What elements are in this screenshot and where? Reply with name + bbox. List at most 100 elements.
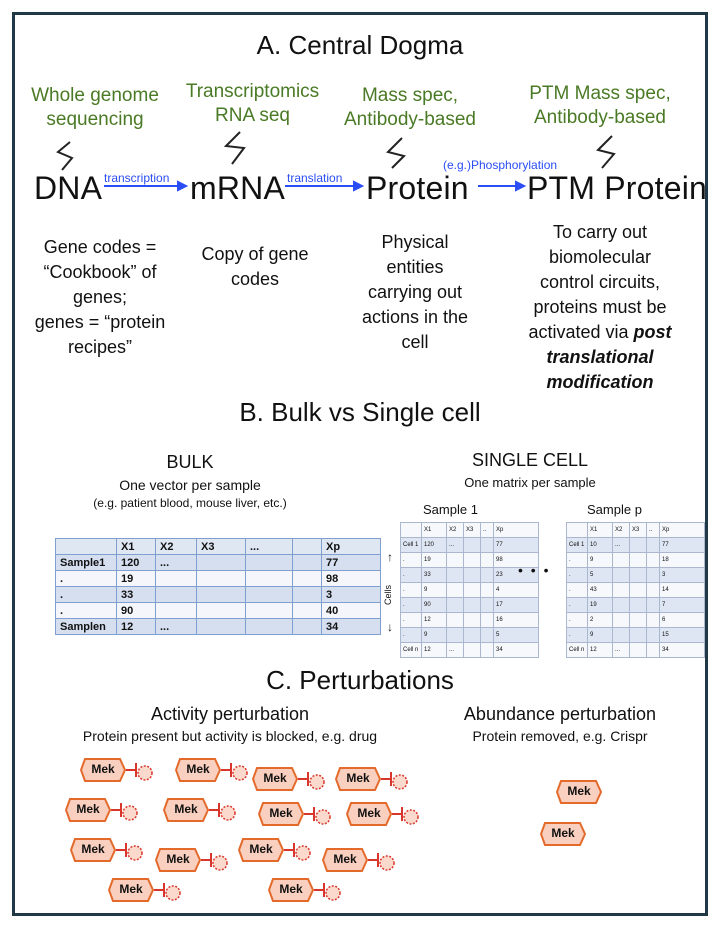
table-cell: 9 — [587, 552, 613, 568]
table-cell — [463, 642, 481, 658]
table-cell — [629, 567, 647, 583]
table-cell — [446, 582, 464, 598]
arrow-phosphorylation-icon — [515, 180, 527, 192]
table-cell — [463, 582, 481, 598]
table-cell — [463, 627, 481, 643]
table-cell: 23 — [493, 567, 539, 583]
cells-axis-label: Cells — [383, 584, 394, 606]
arrow-translation-icon — [353, 180, 365, 192]
table-cell: 12 — [587, 642, 613, 658]
drug-molecule-icon — [220, 805, 236, 821]
abundance-sub: Protein removed, e.g. Crispr — [472, 728, 648, 744]
drug-molecule-icon — [392, 774, 408, 790]
mek-inhibited: Mek — [346, 800, 446, 830]
table-cell: . — [400, 582, 422, 598]
table-cell: . — [566, 597, 588, 613]
table-cell — [612, 597, 630, 613]
table-cell: 19 — [116, 570, 156, 587]
mek-protein: Mek — [540, 820, 640, 850]
arrows — [104, 180, 527, 192]
bulk-note: (e.g. patient blood, mouse liver, etc.) — [93, 496, 287, 510]
table-cell — [612, 567, 630, 583]
column-header: X3 — [196, 538, 246, 555]
mek-inhibited: Mek — [238, 836, 338, 866]
table-cell: Cell n — [400, 642, 422, 658]
mek-label: Mek — [76, 802, 100, 816]
table-cell — [463, 567, 481, 583]
table-cell — [629, 582, 647, 598]
table-cell — [196, 602, 246, 619]
table-cell — [646, 597, 660, 613]
table-cell: 4 — [493, 582, 539, 598]
table-cell: 5 — [587, 567, 613, 583]
table-cell — [629, 612, 647, 628]
table-cell: ... — [612, 642, 630, 658]
table-cell: 12 — [421, 612, 447, 628]
column-header: .. — [480, 522, 494, 538]
mek-shape-icon — [70, 838, 143, 862]
table-cell: 9 — [587, 627, 613, 643]
column-header — [566, 522, 588, 538]
table-cell: . — [55, 602, 117, 619]
activity-sub: Protein present but activity is blocked,… — [82, 728, 378, 744]
table-cell — [480, 612, 494, 628]
table-cell: . — [400, 597, 422, 613]
column-header: Xp — [659, 522, 705, 538]
table-cell: 98 — [321, 570, 381, 587]
table-cell — [646, 627, 660, 643]
table-cell: 34 — [321, 618, 381, 635]
table-cell — [480, 582, 494, 598]
single-cell-subheading: One matrix per sample — [464, 475, 596, 490]
section-c-title: C. Perturbations — [266, 665, 454, 695]
table-cell — [480, 567, 494, 583]
mek-label: Mek — [186, 762, 210, 776]
table-cell: . — [400, 612, 422, 628]
drug-molecule-icon — [379, 855, 395, 871]
mek-inhibited: Mek — [258, 800, 358, 830]
table-cell — [629, 537, 647, 553]
column-header: X3 — [629, 522, 647, 538]
mek-label: Mek — [551, 826, 575, 840]
table-cell: ... — [446, 642, 464, 658]
mek-shape-icon — [163, 798, 236, 822]
table-cell — [446, 567, 464, 583]
table-cell — [480, 537, 494, 553]
mek-inhibited: Mek — [322, 846, 422, 876]
column-header: X1 — [587, 522, 613, 538]
drug-molecule-icon — [295, 845, 311, 861]
method-massspec: Mass spec,Antibody-based — [343, 85, 477, 130]
table-cell: 19 — [587, 597, 613, 613]
table-cell — [612, 552, 630, 568]
table-cell: 9 — [421, 627, 447, 643]
table-cell — [155, 570, 197, 587]
table-cell — [646, 642, 660, 658]
single-cell-header: SINGLE CELL One matrix per sample — [390, 450, 670, 490]
table-cell — [245, 554, 293, 571]
table-cell — [646, 537, 660, 553]
drug-molecule-icon — [165, 885, 181, 901]
table-cell — [446, 627, 464, 643]
label-translation: translation — [287, 171, 343, 185]
mek-shape-icon — [540, 822, 587, 846]
section-a-title: A. Central Dogma — [256, 30, 464, 60]
table-cell — [612, 612, 630, 628]
mek-inhibited: Mek — [175, 756, 275, 786]
arrow-transcription-icon — [177, 180, 189, 192]
label-phosphorylation: (e.g.)Phosphorylation — [443, 158, 558, 172]
table-cell — [196, 618, 246, 635]
mek-shape-icon — [252, 767, 325, 791]
column-header: X1 — [421, 522, 447, 538]
mek-label: Mek — [269, 806, 293, 820]
drug-molecule-icon — [309, 774, 325, 790]
mek-shape-icon — [65, 798, 138, 822]
